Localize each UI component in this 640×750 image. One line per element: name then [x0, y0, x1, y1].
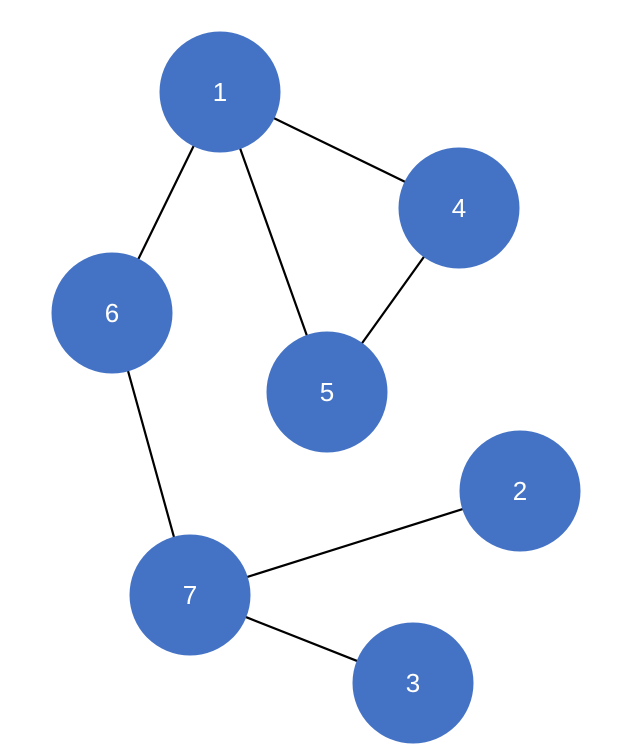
graph-node-circle-5[interactable] [266, 331, 388, 453]
graph-edge-1-6 [137, 145, 195, 260]
graph-node-3[interactable]: 3 [352, 622, 474, 744]
graph-node-circle-3[interactable] [352, 622, 474, 744]
graph-node-5[interactable]: 5 [266, 331, 388, 453]
graph-node-7[interactable]: 7 [129, 534, 251, 656]
graph-node-circle-7[interactable] [129, 534, 251, 656]
graph-node-circle-6[interactable] [51, 252, 173, 374]
graph-edge-6-7 [127, 370, 175, 538]
graph-node-6[interactable]: 6 [51, 252, 173, 374]
graph-edge-1-4 [273, 117, 406, 183]
graph-node-circle-1[interactable] [159, 31, 281, 153]
edge-layer [127, 117, 464, 662]
graph-edge-7-3 [245, 616, 358, 662]
graph-node-2[interactable]: 2 [459, 430, 581, 552]
graph-edge-7-2 [246, 508, 464, 578]
graph-node-4[interactable]: 4 [398, 147, 520, 269]
graph-node-circle-2[interactable] [459, 430, 581, 552]
graph-edge-1-5 [239, 147, 308, 337]
graph-edge-4-5 [361, 256, 425, 344]
graph-node-1[interactable]: 1 [159, 31, 281, 153]
graph-node-circle-4[interactable] [398, 147, 520, 269]
